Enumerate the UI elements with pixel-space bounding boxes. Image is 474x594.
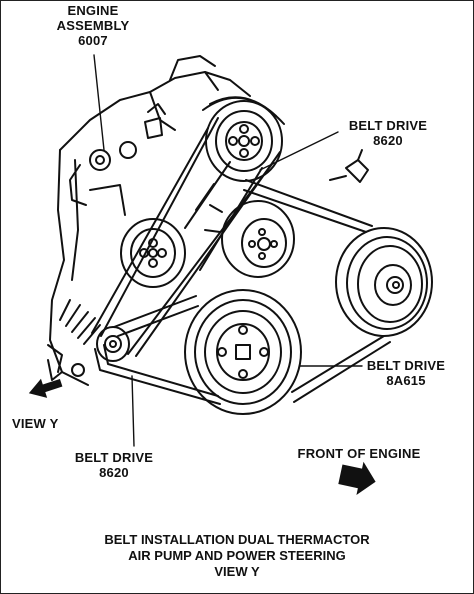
belt-drive-bottom-line2: 8620 bbox=[99, 465, 129, 480]
belt-drive-bottom-line1: BELT DRIVE bbox=[74, 450, 154, 465]
idler-pulley bbox=[96, 326, 130, 362]
belt-drive-right-line1: BELT DRIVE bbox=[366, 358, 446, 373]
belt-drive-bottom-label: BELT DRIVE 8620 bbox=[64, 450, 164, 480]
water-pump-hub bbox=[204, 200, 295, 278]
view-y-arrow bbox=[28, 378, 63, 398]
top-pulley bbox=[205, 100, 283, 182]
belt-drive-top-line1: BELT DRIVE bbox=[348, 118, 428, 133]
belt-drive-right-label: BELT DRIVE 8A615 bbox=[356, 358, 456, 388]
belt-drive-right-line2: 8A615 bbox=[386, 373, 426, 388]
view-y-label: VIEW Y bbox=[12, 416, 82, 431]
thermactor-pulley bbox=[120, 218, 186, 288]
power-steering-pulley bbox=[335, 227, 433, 337]
belt-drive-top-line2: 8620 bbox=[373, 133, 403, 148]
caption-line2: AIR PUMP AND POWER STEERING bbox=[128, 548, 346, 563]
belt-8620 bbox=[91, 96, 285, 405]
front-of-engine-label: FRONT OF ENGINE bbox=[284, 446, 434, 461]
belt-drive-top-label: BELT DRIVE 8620 bbox=[338, 118, 438, 148]
crankshaft-pulley bbox=[184, 289, 302, 415]
sensor-bracket bbox=[329, 149, 369, 183]
figure-caption: BELT INSTALLATION DUAL THERMACTOR AIR PU… bbox=[40, 532, 434, 580]
engine-assembly-label: ENGINE ASSEMBLY 6007 bbox=[38, 3, 148, 48]
leader-lines bbox=[93, 54, 363, 447]
engine-assembly-line3: 6007 bbox=[78, 33, 108, 48]
engine-assembly-line2: ASSEMBLY bbox=[56, 18, 130, 33]
front-of-engine-arrow bbox=[338, 461, 376, 496]
caption-line3: VIEW Y bbox=[214, 564, 260, 579]
belt-8A615 bbox=[195, 179, 391, 403]
engine-block bbox=[47, 55, 251, 386]
front-of-engine-text: FRONT OF ENGINE bbox=[297, 446, 421, 461]
caption-line1: BELT INSTALLATION DUAL THERMACTOR bbox=[104, 532, 370, 547]
view-y-text: VIEW Y bbox=[12, 416, 59, 431]
engine-assembly-line1: ENGINE bbox=[67, 3, 119, 18]
